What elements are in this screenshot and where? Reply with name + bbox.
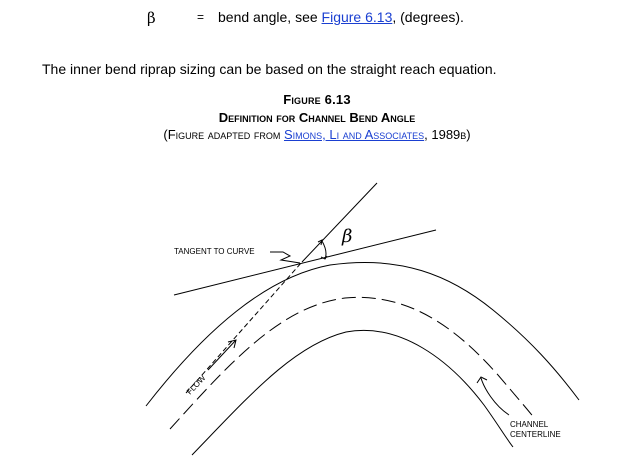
body-paragraph: The inner bend riprap sizing can be base… (42, 61, 497, 77)
beta-arrow-lower (320, 255, 328, 260)
approach-dashed-line (185, 261, 303, 394)
centerline-label-2: CENTERLINE (510, 430, 561, 439)
flow-arrow-head (227, 339, 237, 349)
channel-centerline (169, 296, 536, 430)
source-year: , 1989b) (424, 127, 471, 142)
flow-label: FLOW (185, 373, 208, 396)
centerline-leader-head (476, 376, 488, 384)
beta-arrow-upper (317, 239, 323, 246)
simons-li-link[interactable]: Simons, Li and Associates (283, 127, 425, 142)
beta-definition: bend angle, see Figure 6.13, (degrees). (218, 9, 464, 25)
beta-angle-arc (321, 240, 327, 260)
inner-bank (191, 330, 514, 456)
beta-label: β (341, 226, 352, 247)
definition-suffix: , (degrees). (392, 9, 464, 25)
tangent-line (173, 229, 437, 296)
outer-bank (145, 262, 580, 407)
equals-sign: = (197, 10, 205, 24)
beta-symbol: β (147, 9, 156, 27)
figure-source: (Figure adapted from Simons, Li and Asso… (0, 127, 634, 142)
centerline-leader (480, 377, 510, 416)
definition-text: bend angle, see (218, 9, 322, 25)
figure-title: Definition for Channel Bend Angle (218, 110, 416, 125)
approach-extension-line (301, 182, 378, 263)
flow-arrow-line (207, 339, 237, 371)
source-text: (Figure adapted from (163, 127, 284, 142)
figure-6-13-link[interactable]: Figure 6.13 (321, 9, 393, 25)
tangent-label: TANGENT TO CURVE (174, 247, 255, 256)
figure-number: Figure 6.13 (283, 92, 351, 107)
centerline-label-1: CHANNEL (510, 420, 549, 429)
tangent-leader (270, 251, 301, 264)
